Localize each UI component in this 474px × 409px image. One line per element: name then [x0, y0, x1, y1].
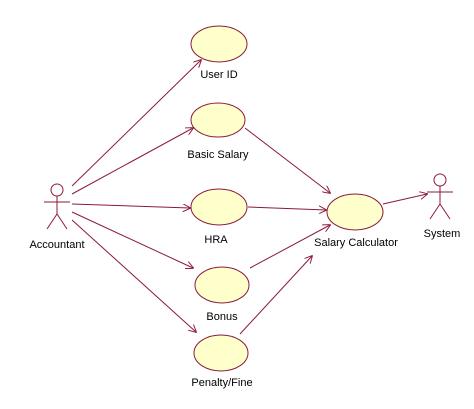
label-hra: HRA: [204, 234, 228, 246]
label-accountant: Accountant: [29, 239, 84, 251]
label-penalty-fine: Penalty/Fine: [191, 377, 252, 389]
usecases: [190, 25, 384, 372]
usecase-hra: [190, 188, 248, 226]
actor-accountant-figure: [44, 183, 70, 230]
label-basic-salary: Basic Salary: [187, 149, 249, 161]
label-salary-calculator: Salary Calculator: [314, 237, 398, 249]
edge-hra-calculator: [247, 207, 326, 210]
actor-system-figure: [427, 173, 453, 220]
edge-accountant-user-id: [71, 60, 201, 187]
usecase-basic-salary: [190, 102, 246, 138]
edge-basic-salary-calculator: [244, 127, 330, 193]
usecase-user-id: [190, 25, 248, 63]
edge-penalty-calculator: [239, 256, 312, 335]
label-bonus: Bonus: [206, 311, 238, 323]
label-user-id: User ID: [200, 69, 237, 81]
edge-bonus-calculator: [249, 225, 330, 269]
label-system: System: [424, 228, 461, 240]
edge-calculator-system: [382, 194, 427, 205]
usecase-salary-calculator: [326, 193, 384, 231]
edge-accountant-hra: [71, 203, 190, 208]
usecase-bonus: [194, 266, 250, 304]
edge-accountant-basic-salary: [71, 128, 193, 195]
connectors: [71, 60, 427, 335]
edge-accountant-penalty: [71, 219, 196, 332]
usecase-penalty-fine: [193, 334, 249, 372]
edge-accountant-bonus: [71, 211, 193, 268]
